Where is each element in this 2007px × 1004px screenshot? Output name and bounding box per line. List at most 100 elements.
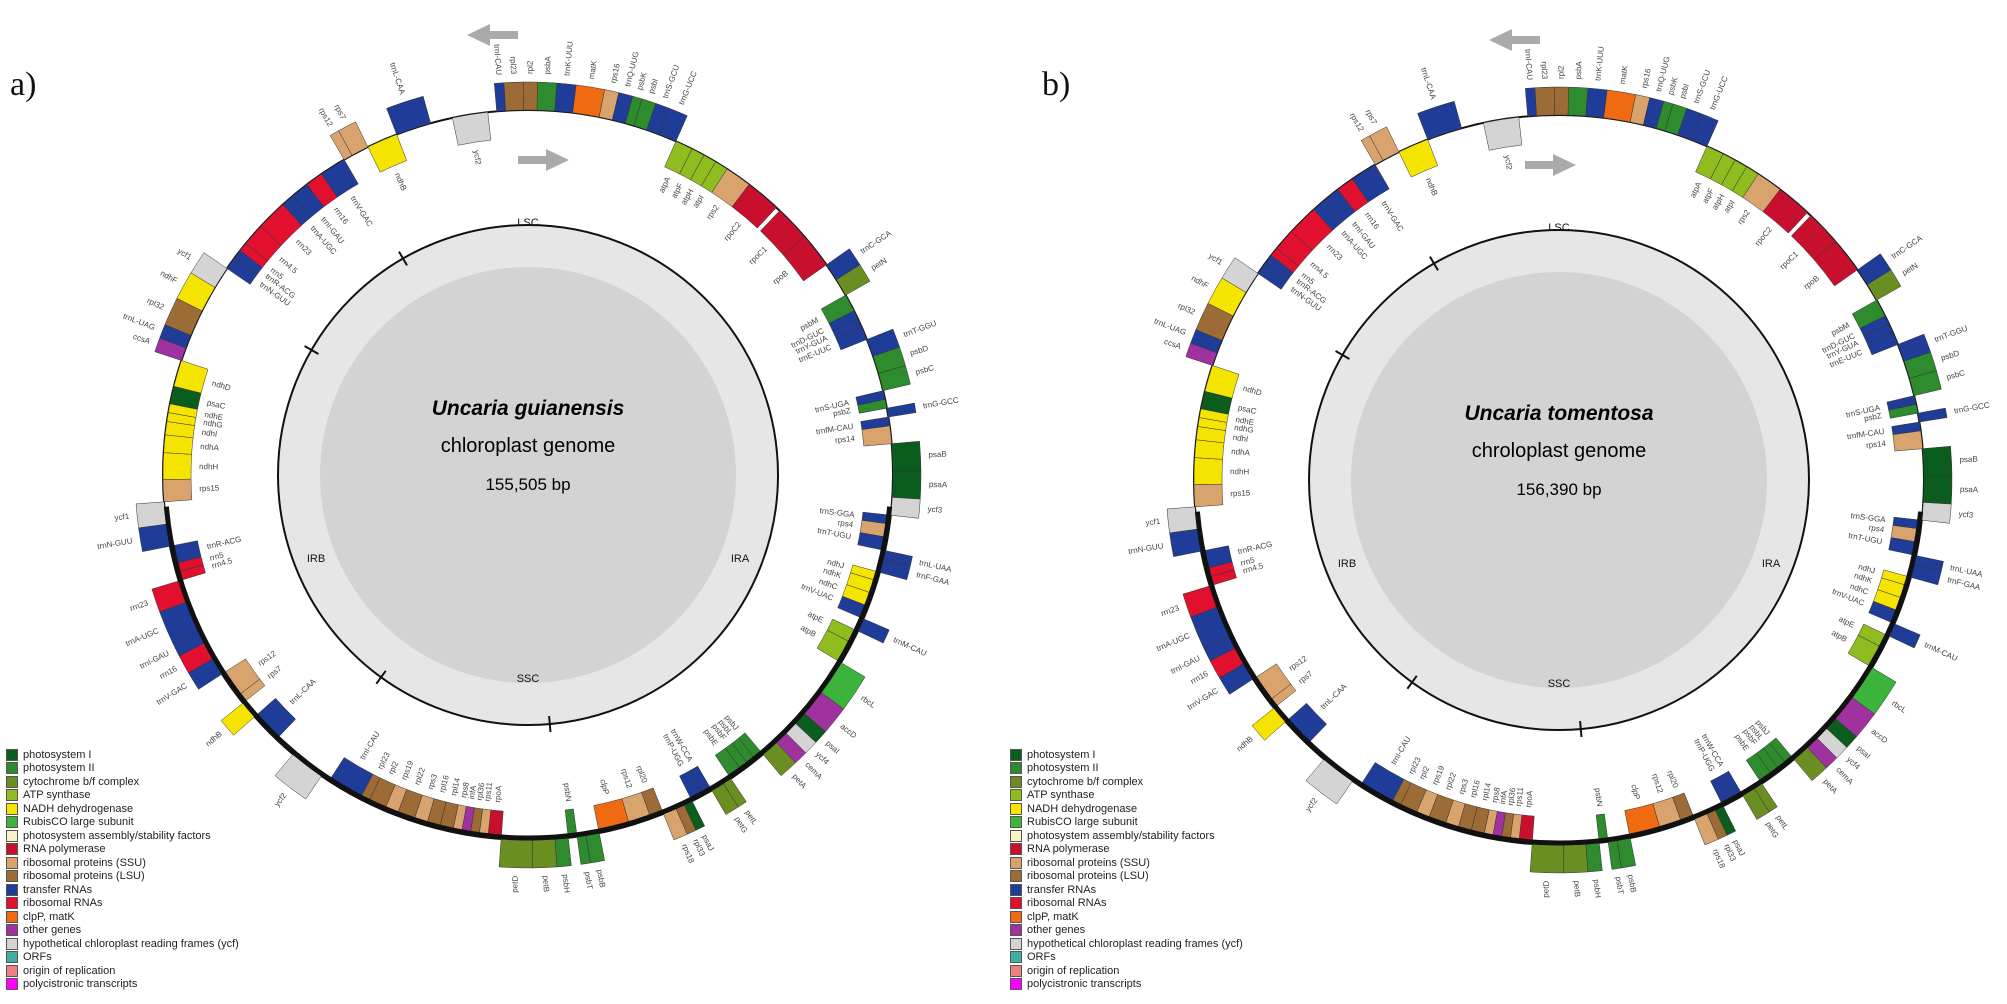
gene-block-rps7 [338,121,369,156]
gene-label-trnL-CAA: trnL-CAA [288,677,318,707]
gene-label-trnV-GAC: trnV-GAC [1380,199,1406,233]
gene-block-petD [498,838,534,869]
region-label-ssc: SSC [1548,678,1571,690]
gene-label-rps4: rps4 [1868,523,1885,534]
region-boundary-tick [398,251,408,266]
gene-label-ycf3: ycf3 [1958,510,1974,520]
gene-label-ndhF: ndhF [1190,274,1210,291]
gene-label-trnG-UCC: trnG-UCC [677,70,699,106]
gene-label-rps7: rps7 [1297,669,1315,686]
gene-label-ndhD: ndhD [211,379,232,393]
gene-block-ycf2 [1483,116,1523,151]
legend-swatch [1010,829,1022,842]
gene-block-psaB [1922,446,1953,476]
gene-label-ndhA: ndhA [200,442,220,453]
legend-swatch [6,870,18,883]
gene-label-atpI: atpI [1722,198,1737,214]
legend-item: ribosomal proteins (SSU) [6,856,239,870]
gene-label-trnG-UCC: trnG-UCC [1708,75,1730,111]
legend-item: clpP, matK [6,910,239,924]
legend-swatch [6,802,18,815]
legend-item: origin of replication [6,964,239,978]
direction-arrows-a [467,24,569,171]
gene-label-rps3: rps3 [426,772,439,790]
legend-label: ribosomal proteins (LSU) [23,870,145,883]
gene-block-rps14 [1892,430,1923,452]
gene-label-rpoA: rpoA [1524,790,1535,808]
legend-item: cytochrome b/f complex [6,775,239,789]
legend-swatch [1010,775,1022,788]
legend-item: RNA polymerase [6,843,239,857]
gene-label-ycf1: ycf1 [1145,517,1161,528]
gene-label-rps3: rps3 [1457,777,1470,795]
gene-label-trnC-GCA: trnC-GCA [1890,233,1925,260]
gene-label-ndhA: ndhA [1231,447,1251,458]
legend-item: ribosomal proteins (LSU) [1010,870,1243,884]
gene-label-trnM-CAU: trnM-CAU [892,635,928,658]
gene-block-trnK-UUU [1585,87,1608,119]
legend-item: cytochrome b/f complex [1010,775,1243,789]
gene-label-accD: accD [1870,727,1890,746]
gene-label-trnT-GGU: trnT-GGU [902,319,938,340]
legend-label: ribosomal RNAs [1027,897,1107,910]
legend-swatch [6,789,18,802]
gene-label-psbH: psbH [561,874,572,894]
gene-label-trnN-GUU: trnN-GUU [1128,541,1165,556]
region-label-irb: IRB [1338,558,1356,570]
legend-item: NADH dehydrogenase [6,802,239,816]
region-boundary-tick [1429,256,1439,271]
gene-label-psbB: psbB [595,869,607,889]
gene-label-rpl36: rpl36 [1506,787,1518,806]
gene-label-rps11: rps11 [483,781,494,802]
inverted-repeat-a-arc [527,506,893,841]
legend-item: RubisCO large subunit [1010,816,1243,830]
legend-swatch [6,843,18,856]
inner-disc-a [320,267,736,683]
arrow-icon [1489,29,1540,51]
region-boundary-tick [548,715,552,733]
legend-swatch [6,978,18,991]
legend-label: clpP, matK [23,910,75,923]
region-boundary-tick [1335,350,1350,360]
region-label-ssc: SSC [517,673,540,685]
gene-block-ndhB [1398,139,1439,178]
gene-block-rpl2 [1553,86,1569,116]
gene-label-rps2: rps2 [1735,208,1752,226]
arrow-icon [467,24,518,46]
legend-label: hypothetical chloroplast reading frames … [1027,937,1243,950]
gene-label-rps12: rps12 [317,106,335,128]
gene-block-rpl23 [503,81,524,111]
gene-block-psbH [554,837,572,868]
gene-label-rrn16: rrn16 [158,664,179,681]
gene-label-ycf2: ycf2 [272,791,288,809]
region-ticks-b [1194,256,1924,846]
genome-subtitle-b: chroloplast genome [1472,440,1647,462]
gene-label-accD: accD [839,722,859,741]
legend-label: photosystem assembly/stability factors [23,829,211,842]
gene-label-trnS-GCU: trnS-GCU [661,63,682,99]
gene-block-petN [836,264,871,296]
gene-block-trnN-GUU [1169,528,1202,557]
gene-label-psaA: psaA [929,480,948,489]
legend-label: ATP synthase [1027,789,1095,802]
gene-label-trnL-CAA: trnL-CAA [1419,66,1438,101]
legend-label: NADH dehydrogenase [1027,802,1138,815]
gene-label-petA: petA [1822,777,1840,796]
gene-block-psbA [1567,86,1589,117]
legend-item: NADH dehydrogenase [1010,802,1243,816]
gene-track-a [135,81,922,869]
gene-label-trnL-CAA: trnL-CAA [388,61,407,96]
gene-block-petB [1563,843,1589,874]
legend-item: RubisCO large subunit [6,816,239,830]
gene-label-rps19: rps19 [399,759,415,781]
legend-swatch [6,897,18,910]
gene-label-rps7: rps7 [333,103,348,121]
gene-label-psaA: psaA [1960,485,1979,494]
legend-item: ribosomal proteins (SSU) [1010,856,1243,870]
gene-label-psaC: psaC [1237,403,1257,416]
gene-label-rps12: rps12 [256,649,278,668]
inner-disc-b [1351,272,1767,688]
